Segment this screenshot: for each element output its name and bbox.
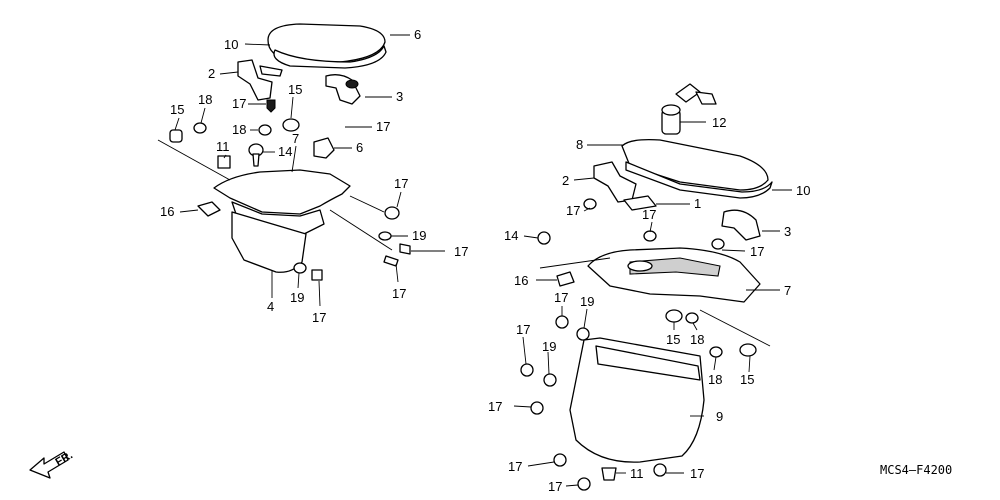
callout-15-left-b: 15	[288, 82, 302, 97]
callout-2-right: 2	[562, 173, 569, 188]
front-direction-label: FR.	[54, 449, 75, 468]
callout-17-right-a: 17	[566, 203, 580, 218]
left-assembly	[157, 23, 445, 307]
storage-box-left	[231, 211, 307, 273]
callout-17-right-g: 17	[508, 459, 522, 474]
diagram-code: MCS4–F4200	[880, 463, 952, 477]
callout-7-right: 7	[784, 283, 791, 298]
callout-6b-left: 6	[356, 140, 363, 155]
callout-10-left: 10	[224, 37, 238, 52]
right-assembly	[513, 83, 792, 491]
callout-17-right-d: 17	[554, 290, 568, 305]
callout-17-left-b: 17	[376, 119, 390, 134]
callout-10-right: 10	[796, 183, 810, 198]
callout-6-left: 6	[414, 27, 421, 42]
callout-14-right: 14	[504, 228, 518, 243]
callout-15-right-b: 15	[740, 372, 754, 387]
callout-11-right: 11	[630, 466, 644, 481]
tray-right	[587, 247, 761, 303]
callout-17-right-i: 17	[690, 466, 704, 481]
callout-8-right: 8	[576, 137, 583, 152]
callout-14-left: 14	[278, 144, 292, 159]
right-leaders	[513, 121, 792, 487]
callout-16-right: 16	[514, 273, 528, 288]
callout-2-left: 2	[208, 66, 215, 81]
callout-17-right-c: 17	[750, 244, 764, 259]
callout-17-right-b: 17	[642, 207, 656, 222]
callout-18-left-a: 18	[198, 92, 212, 107]
callout-19-right-a: 19	[580, 294, 594, 309]
callout-3-right: 3	[784, 224, 791, 239]
callout-15-right-a: 15	[666, 332, 680, 347]
left-leaders	[157, 34, 445, 307]
callout-17-left-d: 17	[454, 244, 468, 259]
callout-17-left-f: 17	[312, 310, 326, 325]
callout-4-left: 4	[267, 299, 274, 314]
callout-19-left-a: 19	[412, 228, 426, 243]
callout-17-left-a: 17	[232, 96, 246, 111]
callout-18-right-a: 18	[690, 332, 704, 347]
callout-17-right-h: 17	[548, 479, 562, 494]
callout-18-left-b: 18	[232, 122, 246, 137]
callout-17-right-e: 17	[516, 322, 530, 337]
hinge-left	[237, 59, 273, 101]
callout-9-right: 9	[716, 409, 723, 424]
callout-17-left-e: 17	[392, 286, 406, 301]
callout-1-right: 1	[694, 196, 701, 211]
callout-18-right-b: 18	[708, 372, 722, 387]
callout-15-left-a: 15	[170, 102, 184, 117]
callout-3-left: 3	[396, 89, 403, 104]
callout-19-left-b: 19	[290, 290, 304, 305]
lid-cover-right	[621, 138, 769, 191]
hinge-right	[325, 74, 361, 105]
callout-19-right-b: 19	[542, 339, 556, 354]
callout-12-right: 12	[712, 115, 726, 130]
callout-16-left: 16	[160, 204, 174, 219]
tray-left	[213, 169, 351, 215]
callout-labels: 10 6 2 3 17 15 18 15 18 17 11 14 6 7 16 …	[160, 27, 810, 494]
callout-17-right-f: 17	[488, 399, 502, 414]
callout-17-left-c: 17	[394, 176, 408, 191]
callout-11-left: 11	[216, 139, 230, 154]
front-direction-arrow: FR.	[29, 449, 75, 479]
callout-7-left: 7	[292, 131, 299, 146]
